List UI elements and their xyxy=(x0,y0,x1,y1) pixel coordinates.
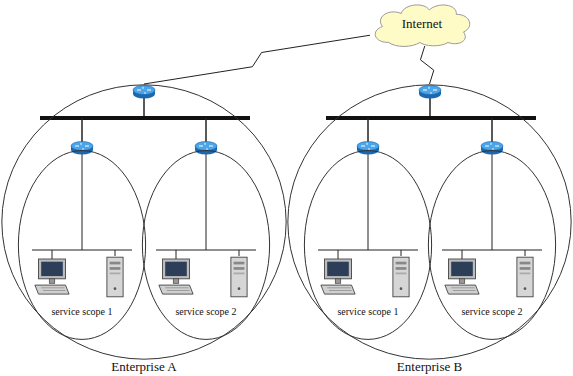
internet-cloud: Internet xyxy=(370,2,474,46)
region-ellipse-line xyxy=(142,151,269,340)
wan-link xyxy=(420,46,433,84)
service-scope-region: service scope 1 xyxy=(304,150,432,340)
region-ellipse-line xyxy=(18,151,145,340)
cloud-label: Internet xyxy=(402,16,442,32)
region-ellipse-line xyxy=(304,151,431,340)
scope-label: service scope 1 xyxy=(337,306,398,317)
cloud-shape xyxy=(375,5,470,47)
enterprise-label: Enterprise A xyxy=(111,359,176,374)
wan-link xyxy=(144,35,370,84)
scope-label: service scope 1 xyxy=(51,306,112,317)
enterprise-region: Enterprise Aservice scope 1service scope… xyxy=(1,84,287,360)
region-ellipse-line xyxy=(428,151,555,340)
service-scope-region: service scope 1 xyxy=(18,150,146,340)
enterprise-region: Enterprise Bservice scope 1service scope… xyxy=(287,84,572,360)
service-scope-region: service scope 2 xyxy=(428,150,556,340)
scope-label: service scope 2 xyxy=(175,306,236,317)
region-ellipse-line xyxy=(2,85,286,359)
service-scope-region: service scope 2 xyxy=(142,150,270,340)
region-ellipse-line xyxy=(288,85,571,359)
scope-label: service scope 2 xyxy=(461,306,522,317)
enterprise-label: Enterprise B xyxy=(397,359,462,374)
